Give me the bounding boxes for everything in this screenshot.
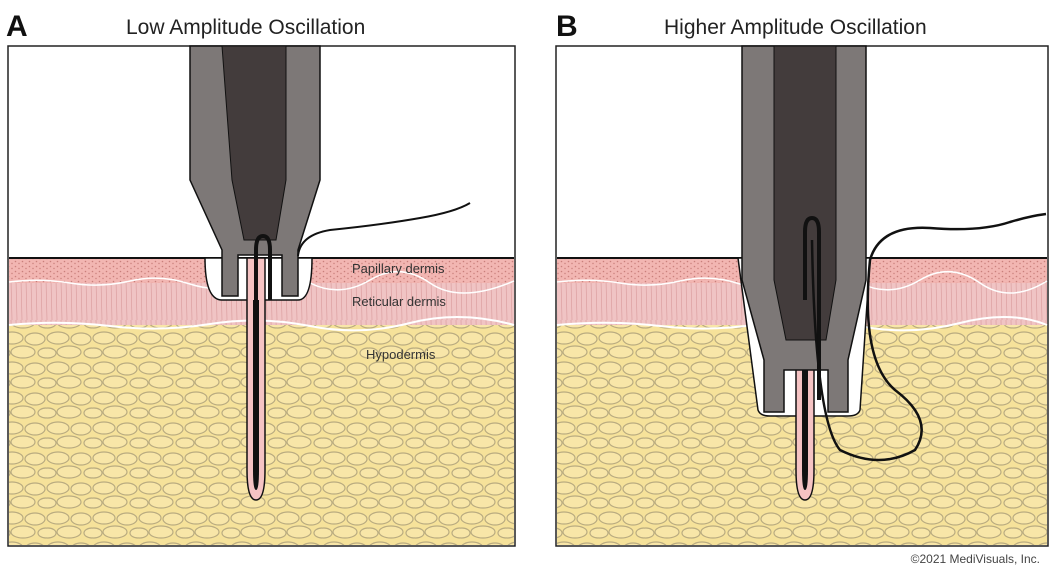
panel-a-label-reticular: Reticular dermis xyxy=(352,294,446,309)
panel-a-label-papillary: Papillary dermis xyxy=(352,261,445,276)
copyright-notice: ©2021 MediVisuals, Inc. xyxy=(911,552,1040,566)
panel-a-hair-bulb xyxy=(253,300,259,490)
panel-a-label-hypodermis: Hypodermis xyxy=(366,347,436,362)
panel-a: Papillary dermis Reticular dermis Hypode… xyxy=(8,46,515,546)
panel-b xyxy=(556,46,1048,546)
